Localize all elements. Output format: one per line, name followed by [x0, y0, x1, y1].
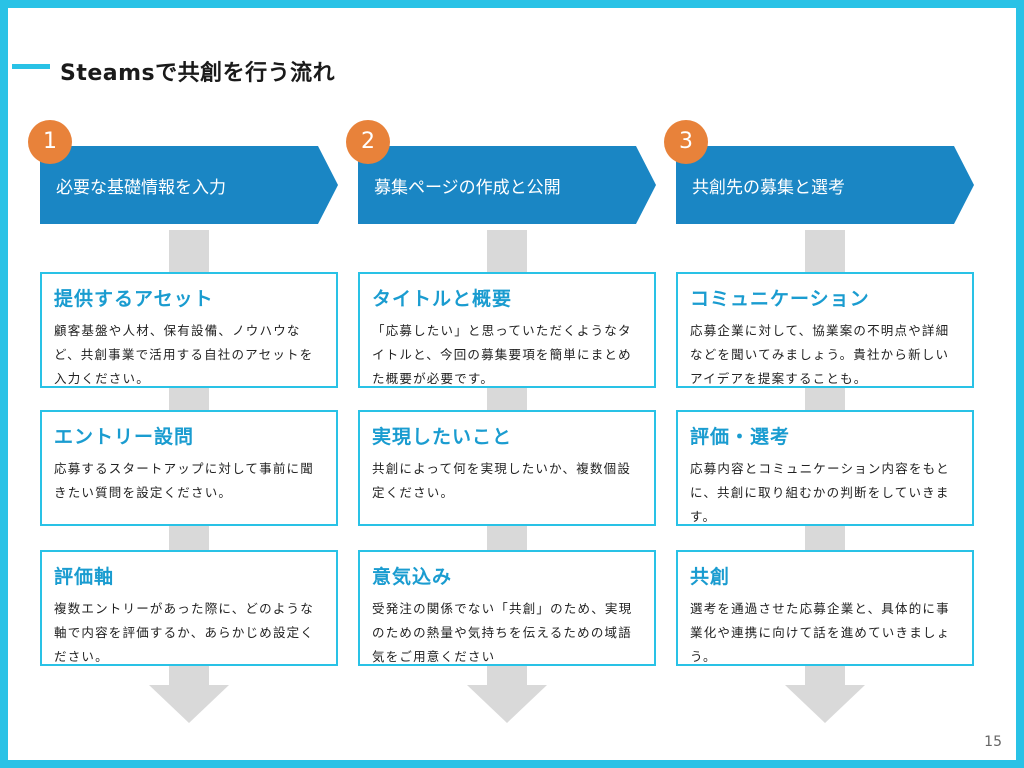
step-banner-label: 必要な基礎情報を入力 — [56, 178, 226, 198]
step-column-1: 必要な基礎情報を入力 1 提供するアセット 顧客基盤や人材、保有設備、ノウハウな… — [28, 8, 340, 760]
step-column-2: 募集ページの作成と公開 2 タイトルと概要 「応募したい」と思っていただくような… — [346, 8, 658, 760]
info-card: エントリー設問 応募するスタートアップに対して事前に聞きたい質問を設定ください。 — [40, 410, 338, 526]
card-title: 実現したいこと — [372, 426, 513, 448]
card-title: タイトルと概要 — [372, 288, 513, 310]
card-title: 評価軸 — [54, 566, 115, 588]
card-title: 共創 — [690, 566, 731, 588]
card-body: 応募するスタートアップに対して事前に聞きたい質問を設定ください。 — [54, 461, 314, 500]
step-banner-1: 必要な基礎情報を入力 — [40, 146, 338, 224]
slide-title: Steamsで共創を行う流れ — [60, 61, 336, 86]
card-title: コミュニケーション — [690, 288, 870, 310]
down-arrow-head — [785, 685, 865, 723]
slide: Steamsで共創を行う流れ 必要な基礎情報を入力 1 提供するアセット 顧客基… — [8, 8, 1016, 760]
card-body: 選考を通過させた応募企業と、具体的に事業化や連携に向けて話を進めていきましょう。 — [690, 601, 951, 664]
step-column-3: 共創先の募集と選考 3 コミュニケーション 応募企業に対して、協業案の不明点や詳… — [664, 8, 976, 760]
title-accent-bar — [12, 64, 50, 69]
down-arrow-head — [149, 685, 229, 723]
info-card: 評価軸 複数エントリーがあった際に、どのような軸で内容を評価するか、あらかじめ設… — [40, 550, 338, 666]
card-title: 提供するアセット — [54, 288, 214, 310]
step-number-badge: 3 — [664, 120, 708, 164]
info-card: タイトルと概要 「応募したい」と思っていただくようなタイトルと、今回の募集要項を… — [358, 272, 656, 388]
chevron-shape — [40, 146, 338, 224]
info-card: 意気込み 受発注の関係でない「共創」のため、実現のための熱量や気持ちを伝えるため… — [358, 550, 656, 666]
card-body: 「応募したい」と思っていただくようなタイトルと、今回の募集要項を簡単にまとめた概… — [372, 323, 632, 386]
card-body: 応募企業に対して、協業案の不明点や詳細などを聞いてみましょう。貴社から新しいアイ… — [690, 323, 950, 386]
card-title: 意気込み — [372, 566, 453, 588]
chevron-shape — [676, 146, 974, 224]
step-banner-label: 募集ページの作成と公開 — [374, 178, 561, 198]
page-number: 15 — [984, 734, 1002, 750]
card-title: エントリー設問 — [54, 426, 195, 448]
chevron-shape — [358, 146, 656, 224]
card-title: 評価・選考 — [690, 426, 791, 448]
info-card: 実現したいこと 共創によって何を実現したいか、複数個設定ください。 — [358, 410, 656, 526]
card-body: 複数エントリーがあった際に、どのような軸で内容を評価するか、あらかじめ設定くださ… — [54, 601, 315, 664]
step-banner-2: 募集ページの作成と公開 — [358, 146, 656, 224]
info-card: 提供するアセット 顧客基盤や人材、保有設備、ノウハウなど、共創事業で活用する自社… — [40, 272, 338, 388]
down-arrow-head — [467, 685, 547, 723]
step-number-badge: 2 — [346, 120, 390, 164]
info-card: 共創 選考を通過させた応募企業と、具体的に事業化や連携に向けて話を進めていきまし… — [676, 550, 974, 666]
step-banner-3: 共創先の募集と選考 — [676, 146, 974, 224]
info-card: コミュニケーション 応募企業に対して、協業案の不明点や詳細などを聞いてみましょう… — [676, 272, 974, 388]
step-number-badge: 1 — [28, 120, 72, 164]
step-banner-label: 共創先の募集と選考 — [692, 178, 845, 198]
card-body: 受発注の関係でない「共創」のため、実現のための熱量や気持ちを伝えるための域語気を… — [372, 601, 633, 664]
info-card: 評価・選考 応募内容とコミュニケーション内容をもとに、共創に取り組むかの判断をし… — [676, 410, 974, 526]
card-body: 共創によって何を実現したいか、複数個設定ください。 — [372, 461, 632, 500]
card-body: 顧客基盤や人材、保有設備、ノウハウなど、共創事業で活用する自社のアセットを入力く… — [54, 323, 314, 386]
card-body: 応募内容とコミュニケーション内容をもとに、共創に取り組むかの判断をしていきます。 — [690, 461, 950, 524]
